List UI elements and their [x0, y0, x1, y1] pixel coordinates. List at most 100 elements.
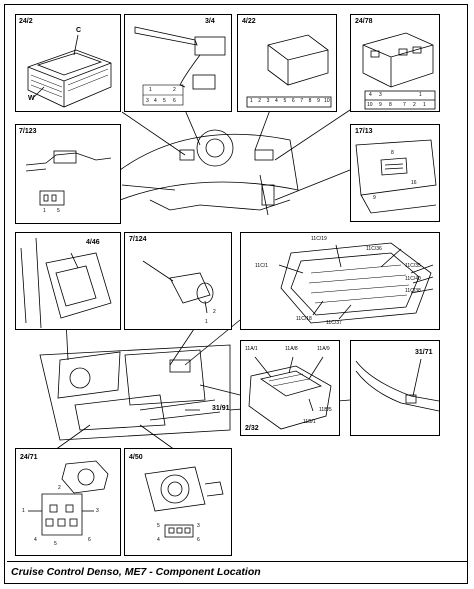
pin-label: 3 [146, 98, 149, 104]
pin-label: 6 [197, 537, 200, 543]
component-box-24-71: 24/71 2 1 3 4 5 6 [15, 448, 121, 556]
engine-bay-drawing [39, 344, 231, 441]
component-box-fuse-11c: 11C/19 11C/36 11C/1 11C/35 11C/40 11C/38… [240, 232, 440, 330]
pin-label: 4 [154, 98, 157, 104]
pin-label: 7 [403, 102, 406, 108]
pin-label: 2 [213, 309, 216, 315]
component-box-4-50: 4/50 5 3 4 6 [124, 448, 232, 556]
connector-ref-label: 11B/5 [319, 407, 332, 413]
pin-label: 5 [163, 98, 166, 104]
component-box-24-78: 24/78 4 3 1 10 9 8 7 2 1 [350, 14, 440, 112]
box-label: 24/78 [355, 18, 373, 25]
fuse-ref-label: 11C/19 [311, 236, 327, 242]
box-label: 4/22 [242, 18, 256, 25]
fuse-ref-label: 11C/35 [405, 263, 421, 269]
pin-label: 1 [205, 319, 208, 325]
control-module-drawing [27, 34, 112, 108]
sensor-drawing [25, 150, 112, 206]
footer-bar: Cruise Control Denso, ME7 - Component Lo… [7, 561, 467, 581]
connector-drawing [28, 460, 109, 536]
pin-row: 1 2 3 4 5 6 7 8 9 10 [247, 98, 331, 104]
ground-point-drawing [355, 358, 440, 412]
pin-label: 8 [389, 102, 392, 108]
pin-label: 3 [197, 523, 200, 529]
pin-label: 4 [275, 98, 278, 104]
engine-callout-label: 31/91 [212, 405, 230, 412]
pin-label: 1 [22, 508, 25, 514]
pin-label: 5 [157, 523, 160, 529]
box-label: 4/50 [129, 454, 143, 461]
pin-label: 8 [308, 98, 312, 104]
connector-drawing [362, 32, 436, 110]
diagnostic-socket-drawing [355, 139, 437, 214]
fuse-box-drawing [278, 242, 434, 324]
component-box-31-71: 31/71 [350, 340, 440, 436]
pin-label: 6 [291, 98, 295, 104]
box-label: 4/46 [86, 239, 100, 246]
fuse-ref-label: 11C/1 [255, 263, 268, 269]
relay-location-drawing [20, 237, 112, 329]
pin-label: 7 [300, 98, 304, 104]
pin-label: 2 [173, 87, 176, 93]
pin-label: 5 [57, 208, 60, 214]
connector-ref-label: 11A/8 [285, 346, 298, 352]
terminal-w-label: W [28, 95, 35, 102]
component-box-relay-11a: 11A/1 11A/8 11A/9 11B/5 11B/1 2/32 [240, 340, 340, 436]
box-label: 7/123 [19, 128, 37, 135]
pin-label: 10 [367, 102, 373, 108]
pin-label: 16 [411, 180, 417, 186]
pin-label: 10 [324, 98, 330, 104]
pedal-sensor-drawing [142, 260, 214, 314]
stalk-switch-drawing [134, 26, 226, 106]
pin-label: 2 [258, 98, 261, 104]
component-box-7-124: 7/124 2 1 [124, 232, 232, 330]
box-label: 3/4 [205, 18, 215, 25]
pin-label: 9 [379, 102, 382, 108]
box-label: 7/124 [129, 236, 147, 243]
box-label: 31/71 [415, 349, 433, 356]
pin-label: 2 [413, 102, 416, 108]
component-box-7-123: 7/123 1 5 [15, 124, 121, 224]
pin-label: 1 [43, 208, 46, 214]
fuse-ref-label: 11C/40 [405, 276, 421, 282]
pin-label: 3 [379, 92, 382, 98]
component-box-17-13: 17/13 8 16 9 [350, 124, 440, 222]
pin-label: 1 [423, 102, 426, 108]
connector-ref-label: 11A/9 [317, 346, 330, 352]
terminal-c-label: C [76, 27, 82, 34]
component-box-3-4: 3/4 1 2 3 4 5 6 [124, 14, 232, 112]
fuse-ref-label: 11C/18 [296, 316, 312, 322]
pin-label: 1 [249, 98, 253, 104]
pin-label: 4 [369, 92, 372, 98]
component-box-4-22: 4/22 1 2 3 4 5 6 7 8 9 10 [237, 14, 337, 112]
dashboard-drawing [119, 129, 299, 216]
pin-label: 9 [373, 195, 376, 201]
connector-ref-label: 11A/1 [245, 346, 258, 352]
pin-label: 5 [283, 98, 287, 104]
pin-label: 4 [157, 537, 160, 543]
throttle-unit-drawing [144, 466, 224, 538]
pin-label: 3 [96, 508, 99, 514]
fuse-ref-label: 11C/37 [326, 320, 342, 326]
pin-label: 6 [173, 98, 176, 104]
pin-label: 6 [88, 537, 91, 543]
box-label: 24/71 [20, 454, 38, 461]
pin-label: 4 [34, 537, 37, 543]
pin-label: 9 [317, 98, 320, 104]
box-label: 17/13 [355, 128, 373, 135]
fuse-ref-label: 11C/38 [405, 288, 421, 294]
pin-label: 8 [391, 150, 394, 156]
box-label: 24/2 [19, 18, 33, 25]
pin-label: 3 [266, 98, 270, 104]
component-box-4-46: 4/46 [15, 232, 121, 330]
connector-drawing [246, 34, 332, 108]
connector-ref-label: 11B/1 [303, 419, 316, 425]
component-box-24-2: 24/2 C W [15, 14, 121, 112]
pin-label: 1 [419, 92, 422, 98]
fuse-ref-label: 11C/36 [366, 246, 382, 252]
central-electronic-module-drawing [248, 356, 332, 430]
pin-label: 1 [149, 87, 152, 93]
pin-label: 2 [58, 485, 61, 491]
box-label: 2/32 [245, 425, 259, 432]
